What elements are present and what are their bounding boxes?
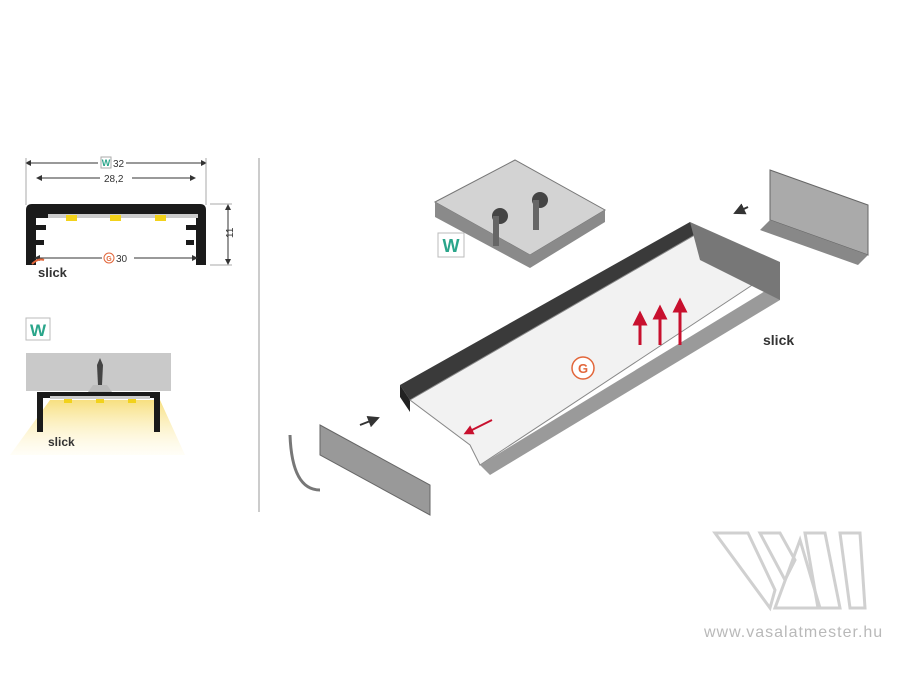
mount-slick-logo: slick — [48, 435, 75, 449]
slick-logo: slick — [38, 265, 68, 280]
bottom-width-label: G 30 — [103, 252, 128, 265]
svg-text:32: 32 — [113, 159, 125, 170]
exploded-w-badge: W — [437, 232, 465, 258]
watermark-logo — [712, 531, 867, 612]
cross-section-drawing — [25, 157, 232, 266]
svg-text:G: G — [106, 256, 112, 263]
exploded-slick-logo: slick — [763, 332, 794, 348]
inner-width-label: 28,2 — [104, 174, 124, 185]
svg-text:W: W — [443, 236, 460, 256]
svg-text:W: W — [102, 158, 111, 168]
outer-width-label: W 32 — [100, 156, 125, 170]
svg-text:W: W — [30, 321, 47, 340]
watermark-url: www.vasalatmester.hu — [704, 624, 884, 641]
mount-section-badge: W — [25, 317, 51, 341]
svg-text:G: G — [578, 361, 588, 376]
svg-text:30: 30 — [116, 254, 128, 265]
exploded-view — [288, 159, 869, 516]
mount-section-drawing — [10, 353, 185, 455]
height-label: 11 — [225, 227, 236, 238]
exploded-g-badge: G — [571, 356, 595, 380]
